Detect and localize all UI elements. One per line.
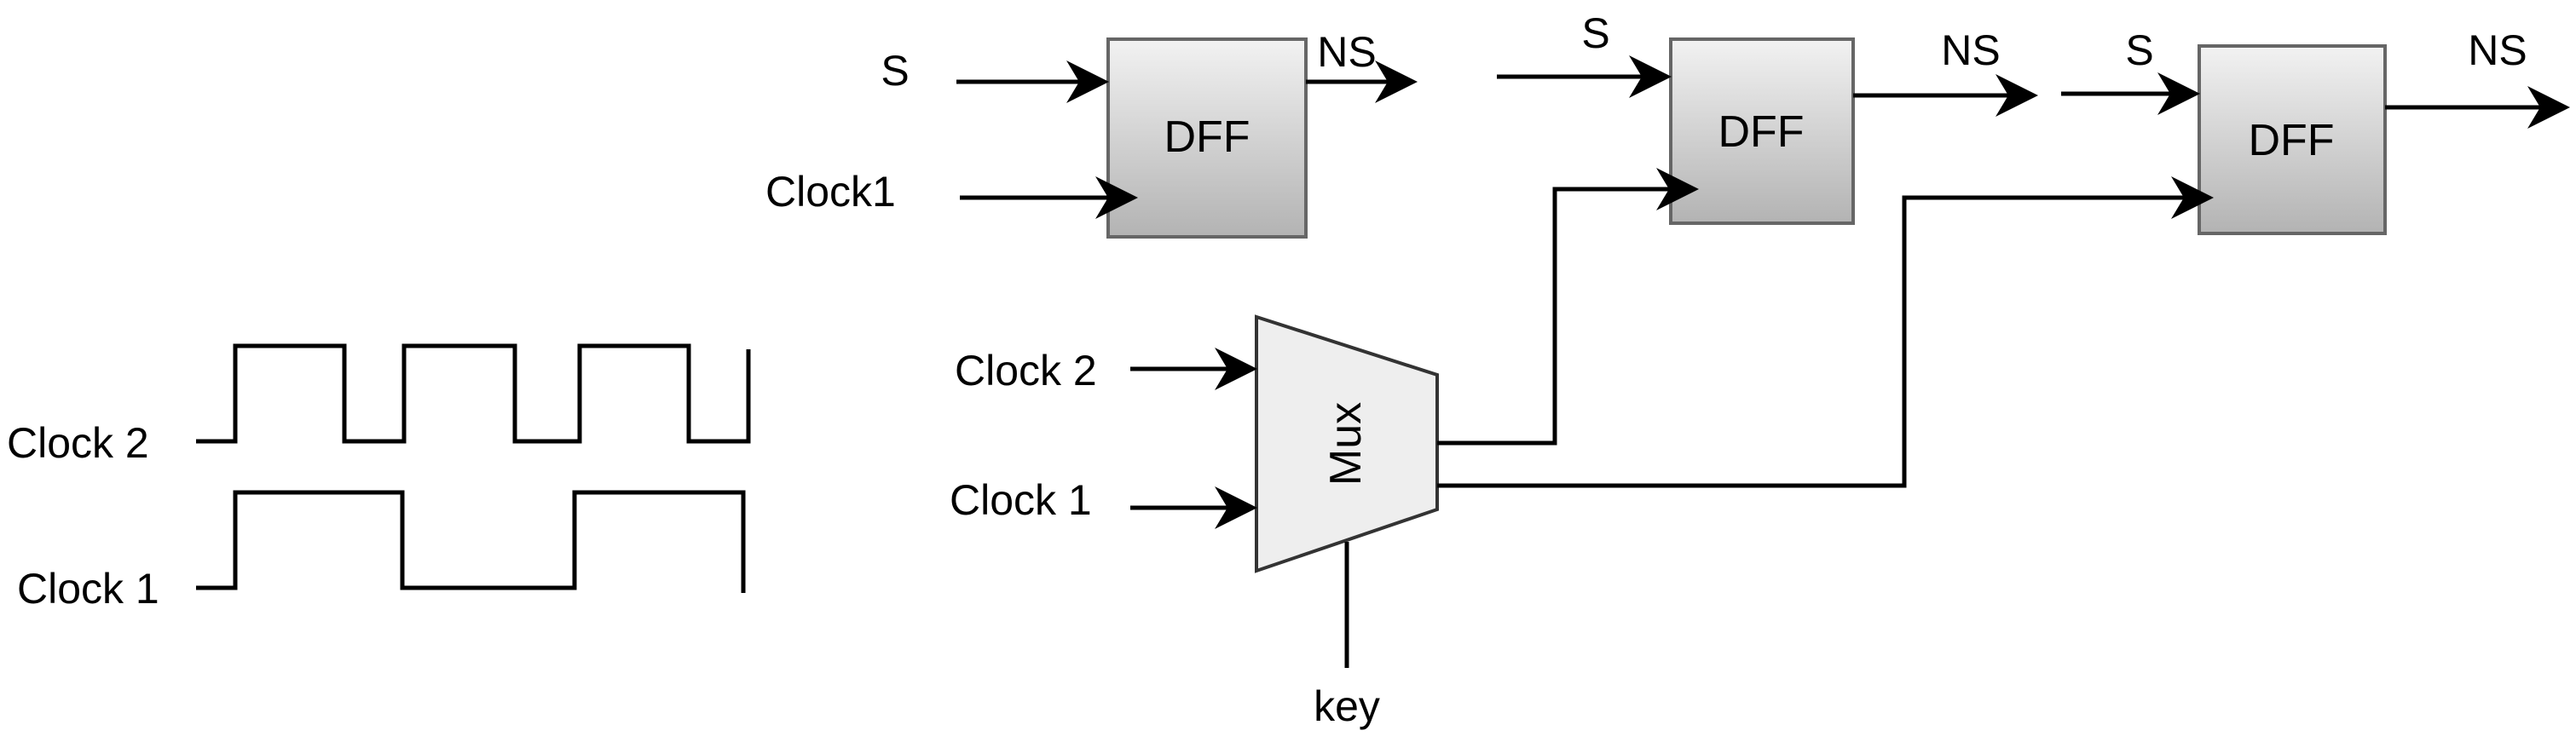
dff-3-output-label: NS [2468,26,2527,74]
dff-2-box [1669,37,1855,225]
mux-to-dff-2-clock-wire [1437,168,1699,446]
clock2-wave-label: Clock 2 [7,419,149,467]
dff-1-box [1106,37,1308,239]
mux-to-dff-3-clock-wire [1437,176,2214,488]
dff-1: DFF S Clock1 NS [765,28,1418,239]
dff-2-input-label: S [1581,9,1609,57]
dff-1-output-label: NS [1317,28,1376,76]
mux-select-label: key [1314,682,1380,730]
dff-2-label: DFF [1718,107,1804,157]
dff-3-box [2198,44,2387,235]
dff-3-label: DFF [2248,116,2334,165]
dff-3-input-label: S [2125,26,2153,74]
waveform-panel: Clock 2 Clock 1 [7,343,751,613]
mux-input-top-label: Clock 2 [955,347,1097,394]
dff-1-clock-label: Clock1 [765,168,896,216]
mux-body [1255,314,1439,573]
dff-1-input-label: S [881,47,909,95]
clock2-waveform [196,343,751,444]
dff-3: DFF S NS [2061,26,2570,235]
dff-1-label: DFF [1164,112,1250,162]
mux: Mux Clock 2 Clock 1 key [950,314,1439,730]
dff-2-output-label: NS [1941,26,2000,74]
clock1-wave-label: Clock 1 [17,565,159,613]
dff-2: DFF S NS [1497,9,2038,225]
clock1-waveform [196,490,746,593]
mux-input-bottom-label: Clock 1 [950,476,1092,524]
mux-label: Mux [1321,402,1371,486]
